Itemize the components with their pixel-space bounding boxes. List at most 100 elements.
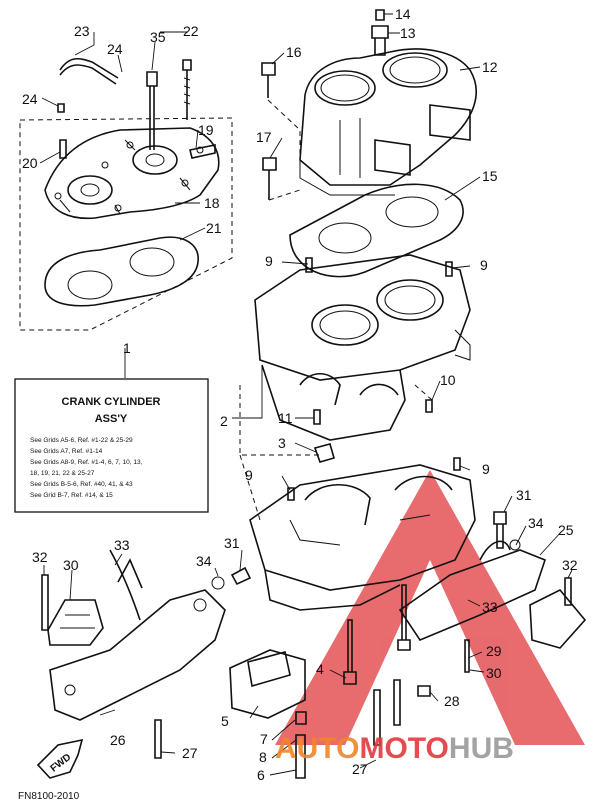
callout-9b: 9 [480, 257, 488, 273]
callout-28: 28 [444, 693, 460, 709]
washer-8 [295, 711, 307, 725]
fitting-19 [189, 144, 216, 159]
callout-27a: 27 [182, 745, 198, 761]
bolt-28 [417, 685, 431, 697]
callout-9c: 9 [245, 467, 253, 483]
dowel-9a [305, 257, 313, 273]
bolt-32a [41, 574, 49, 631]
callout-16: 16 [286, 44, 302, 60]
watermark-triangle-shape [275, 470, 585, 745]
cylinder-head-cover [19, 58, 233, 331]
hose-23 [59, 58, 119, 79]
info-box-line: See Grids A7, Ref. #1-14 [30, 448, 103, 455]
info-box-line: See Grid B-7, Ref. #14, & 15 [30, 492, 113, 499]
washer-34b [509, 539, 521, 551]
callout-21: 21 [206, 220, 222, 236]
watermark-auto: AUTO [275, 732, 359, 765]
dowel-9b [445, 261, 453, 277]
callout-7: 7 [260, 731, 268, 747]
callout-33b: 33 [482, 599, 498, 615]
leader-lines [39, 13, 573, 776]
stud-bolt-4 [343, 619, 357, 685]
callout-1: 1 [123, 340, 131, 356]
callout-34a: 34 [196, 553, 212, 569]
callout-32a: 32 [32, 549, 48, 565]
bolt-31b [493, 511, 507, 549]
info-box-title-1: CRANK CYLINDER [62, 396, 161, 408]
callout-11: 11 [278, 410, 293, 426]
info-box-frame [14, 378, 209, 513]
figure-code: FN8100-2010 [18, 791, 80, 802]
callout-20: 20 [22, 155, 38, 171]
bearing-3 [313, 443, 335, 463]
head-gasket-21 [44, 236, 199, 307]
callout-9d: 9 [482, 461, 490, 477]
mount-bracket-26 [49, 549, 252, 759]
watermark-logo [275, 470, 585, 745]
dowel-9c [287, 487, 295, 501]
callout-31a: 31 [224, 535, 240, 551]
exhaust-port [429, 104, 471, 141]
callout-26: 26 [110, 732, 126, 748]
spring-33 [117, 558, 143, 589]
info-box-line: See Grids B-5-6, Ref. #40, 41, & 43 [30, 481, 133, 488]
bolt-31a [230, 566, 252, 586]
bolt-16 [261, 62, 276, 98]
clip-24 [57, 103, 65, 113]
callout-9a: 9 [265, 253, 273, 269]
info-box-title-2: ASS'Y [95, 413, 128, 425]
info-box-line: 18, 19, 21, 22 & 25-27 [30, 470, 95, 477]
callout-24a: 24 [107, 41, 123, 57]
callout-23: 23 [74, 23, 90, 39]
mount-bracket-25-right [398, 511, 587, 649]
head-group-outline [19, 117, 233, 331]
svg-text:AUTOMOTOHUB: AUTOMOTOHUB [275, 732, 514, 765]
pin-11 [313, 409, 321, 425]
callout-30b: 30 [486, 665, 502, 681]
callout-29: 29 [486, 643, 502, 659]
callout-13: 13 [400, 25, 416, 41]
crankcase-lower [239, 385, 476, 746]
head-dome-right [132, 145, 178, 175]
callout-22: 22 [183, 23, 199, 39]
engine-mount-30-right [529, 589, 587, 649]
watermark-hub: HUB [449, 732, 514, 765]
callout-6: 6 [257, 767, 265, 783]
bolt-17 [262, 157, 277, 200]
cylinder-gasket-15 [289, 183, 464, 278]
info-box: CRANK CYLINDER ASS'Y See Grids A5-6, Ref… [14, 378, 209, 513]
watermark-moto: MOTO [359, 732, 448, 765]
callout-33a: 33 [114, 537, 130, 553]
bolt-22 [182, 59, 192, 120]
fitting-35 [146, 71, 158, 150]
callout-3: 3 [278, 435, 286, 451]
callout-2: 2 [220, 413, 228, 429]
bolt-27a [373, 689, 381, 746]
callout-15: 15 [482, 168, 498, 184]
dowel-9d [453, 457, 461, 471]
fwd-arrow: FWD [36, 738, 84, 779]
cylinder-12 [261, 9, 477, 201]
pin-10 [425, 399, 433, 413]
head-cover-body [44, 127, 220, 220]
watermark-text: AUTOMOTOHUB [275, 732, 514, 765]
callout-19: 19 [198, 122, 214, 138]
callout-31b: 31 [516, 487, 532, 503]
callout-5: 5 [221, 713, 229, 729]
washer-34a [211, 576, 225, 590]
callout-4: 4 [316, 661, 324, 677]
callout-27b: 27 [352, 761, 368, 777]
bolt-27b [154, 719, 162, 759]
callout-32b: 32 [562, 557, 578, 573]
pin-20 [59, 139, 67, 159]
info-box-line: See Grids A5-6, Ref. #1-22 & 25-29 [30, 437, 133, 444]
callout-24b: 24 [22, 91, 38, 107]
callout-34b: 34 [528, 515, 544, 531]
callout-25: 25 [558, 522, 574, 538]
callout-30a: 30 [63, 557, 79, 573]
bolt-32b [564, 577, 572, 606]
callout-8: 8 [259, 749, 267, 765]
info-box-line: See Grids A8-9, Ref. #1-4, 6, 7, 10, 13, [30, 459, 143, 466]
head-dome-left [67, 175, 113, 205]
